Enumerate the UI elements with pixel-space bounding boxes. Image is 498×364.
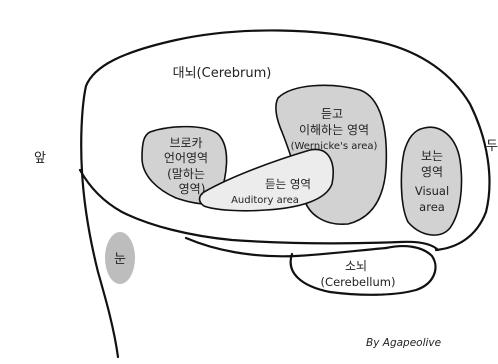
visual-label-2: 영역 — [421, 165, 443, 179]
auditory-label-1: 듣는 영역 — [265, 177, 311, 191]
visual-label-3: Visual — [415, 184, 449, 198]
front-label: 앞 — [34, 151, 46, 166]
back-label: 두 — [486, 139, 498, 154]
wernicke-label-2: 이해하는 영역 — [299, 123, 369, 137]
visual-label-1: 보는 — [421, 149, 443, 163]
broca-label-2: 언어영역 — [164, 151, 208, 165]
broca-label-3: (말하는 — [167, 167, 205, 181]
broca-label-4: 영역) — [179, 182, 206, 196]
cerebrum-label: 대뇌(Cerebrum) — [173, 66, 272, 81]
auditory-label-2: Auditory area — [231, 195, 299, 206]
wernicke-label-1: 듣고 — [321, 107, 343, 121]
visual-region — [401, 127, 461, 235]
broca-label-1: 브로카 — [169, 136, 202, 150]
eye-label: 눈 — [114, 252, 126, 267]
wernicke-label-3: (Wernicke's area) — [291, 141, 378, 152]
visual-label-4: area — [419, 200, 445, 214]
cerebellum-label-1: 소뇌 — [345, 259, 367, 273]
brainstem-outline — [186, 238, 386, 256]
cerebellum-label-2: (Cerebellum) — [321, 275, 396, 289]
credit-text: By Agapeolive — [366, 337, 441, 349]
